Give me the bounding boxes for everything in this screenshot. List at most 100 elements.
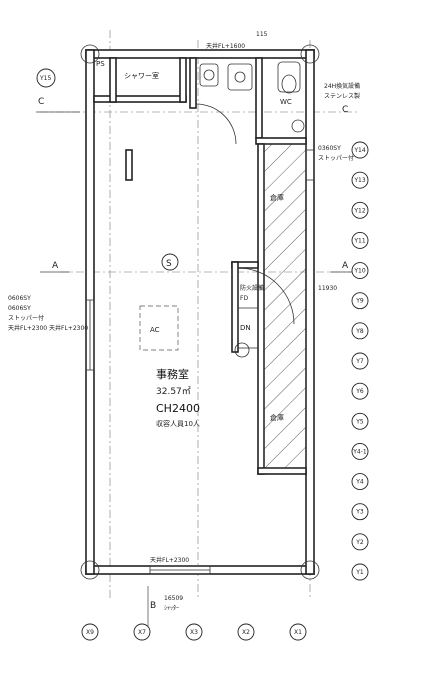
grid-bubble-x7-circle	[133, 623, 151, 641]
grid-bubble-x3-circle	[185, 623, 203, 641]
grid-bubble-y10-circle	[351, 262, 369, 280]
grid-bubble-y14-label: Y14	[353, 147, 365, 154]
annotations: 天井FL+1600 115 天井FL+2300 0606SY 0606SY スト…	[8, 31, 360, 564]
grid-bubble-y12-circle	[351, 201, 369, 219]
grid-bubble-y1-circle	[351, 563, 369, 581]
grid-bubble-y7-circle	[351, 352, 369, 370]
grid-bubble-y9-circle	[351, 292, 369, 310]
grid-bubble-y3-label: Y3	[355, 509, 364, 516]
grid-bubble-x2-circle	[237, 623, 255, 641]
grid-bubble-y6: Y6	[351, 382, 369, 400]
window-note: ストッパー付	[8, 314, 44, 322]
grid-left: X1 X2 X3 X7 X9	[81, 623, 307, 641]
section-marker-c: C Y15 C	[36, 68, 348, 115]
grid-bubble-y2-circle	[351, 533, 369, 551]
storage-upper-label: 倉庫	[270, 193, 284, 202]
room-ceiling: CH2400	[156, 402, 200, 415]
room-occupancy: 収容人員10人	[156, 419, 200, 428]
grid-bubble-y10: Y10	[351, 262, 369, 280]
grid-bubble-y4-circle	[351, 473, 369, 491]
dim-mid: 11930	[318, 285, 337, 292]
grid-bubble-x7-label: X7	[138, 629, 146, 636]
vent-note: 24H換気設備	[324, 82, 360, 90]
grid-bubble-y6-label: Y6	[355, 388, 364, 395]
grid-bubble-y7-label: Y7	[355, 358, 364, 365]
grid-bubble-x1: X1	[289, 623, 307, 641]
stair-label: DN	[240, 324, 251, 332]
grid-bubble-y10-label: Y10	[353, 268, 365, 275]
grid-bubble-x1-circle	[289, 623, 307, 641]
stair-area	[234, 267, 295, 358]
ps-label: PS	[96, 60, 105, 68]
grid-bubble-y2: Y2	[351, 533, 369, 551]
section-c-top: C	[38, 97, 44, 107]
shower-label: シャワー室	[124, 71, 159, 80]
grid-bubble-x3-label: X3	[190, 629, 198, 636]
main-room-info: S AC 事務室 32.57㎡ CH2400 収容人員10人	[150, 253, 200, 428]
grid-bubble-y11: Y11	[351, 231, 369, 249]
section-c-bottom: C	[342, 105, 348, 115]
grid-bubble-x9: X9	[81, 623, 99, 641]
grid-bubble-y1-label: Y1	[355, 569, 364, 576]
grid-bubble-x2-label: X2	[242, 629, 250, 636]
grid-bubble-y2-label: Y2	[355, 539, 364, 546]
window-code-1: 0606SY	[8, 295, 31, 302]
window-ceiling: 天井FL+2300 天井FL+2300	[8, 324, 88, 332]
room-name: 事務室	[156, 367, 189, 381]
grid-bubble-y4-1-circle	[351, 442, 369, 460]
grid-bubble-y4: Y4	[351, 473, 369, 491]
dim-b-sub: ｼｬｯﾀｰ	[164, 605, 179, 612]
window-code-2: 0606SY	[8, 305, 31, 312]
ac-unit-box	[139, 305, 179, 351]
grid-bubble-y8-circle	[351, 322, 369, 340]
section-a-bottom: A	[342, 261, 349, 271]
windows	[85, 149, 315, 575]
grid-bubble-y14: Y14	[351, 141, 369, 159]
right-window-note: ストッパー付	[318, 154, 354, 162]
section-a-top: A	[52, 261, 59, 271]
grid-bubble-y4-1: Y4-1	[351, 442, 369, 460]
grid-bubble-y7: Y7	[351, 352, 369, 370]
grid-bubble-y11-circle	[351, 231, 369, 249]
ac-label: AC	[150, 326, 160, 334]
vent-sub: ステンレス製	[324, 92, 360, 100]
grid-bubble-y9-label: Y9	[355, 298, 364, 305]
grid-bubble-y12-label: Y12	[353, 207, 365, 214]
grid-bubble-x3: X3	[185, 623, 203, 641]
grid-bubble-x9-circle	[81, 623, 99, 641]
grid-bubble-y6-circle	[351, 382, 369, 400]
grid-bubble-x9-label: X9	[86, 629, 94, 636]
grid-bubble-y5-circle	[351, 412, 369, 430]
grid-bubble-x7: X7	[133, 623, 151, 641]
corner-columns	[80, 44, 320, 580]
grid-bubble-y14-circle	[351, 141, 369, 159]
grid-bubble-y4-label: Y4	[355, 479, 364, 486]
fire-door-sub-label: FD	[240, 295, 248, 302]
room-area: 32.57㎡	[156, 386, 191, 397]
room-symbol: S	[166, 259, 172, 269]
grid-bubble-y5: Y5	[351, 412, 369, 430]
bottom-ceiling-note: 天井FL+2300	[150, 556, 189, 564]
wc-label: WC	[280, 98, 292, 106]
grid-bubble-y15: Y15	[39, 75, 51, 82]
top-ceiling-num: 115	[256, 31, 268, 38]
grid-bubble-x2: X2	[237, 623, 255, 641]
section-b-label: B	[150, 601, 156, 611]
grid-bubble-y1: Y1	[351, 563, 369, 581]
grid-bubble-x1-label: X1	[294, 629, 302, 636]
grid-bubble-y4-1-label: Y4-1	[352, 448, 367, 455]
grid-bubble-y8: Y8	[351, 322, 369, 340]
storage-lower-label: 倉庫	[270, 413, 284, 422]
wc-fixtures	[195, 61, 305, 145]
fire-door-label: 防火設備	[240, 284, 264, 292]
grid-bubble-y9: Y9	[351, 292, 369, 310]
grid-bubble-y11-label: Y11	[353, 237, 365, 244]
room-labels: PS シャワー室 WC 倉庫 倉庫 DN 防火設備 FD	[96, 60, 292, 422]
dim-b: 16509	[164, 595, 183, 602]
grid-bubble-y5-label: Y5	[355, 418, 364, 425]
grid-bubble-y8-label: Y8	[355, 328, 364, 335]
grid-bubble-y3-circle	[351, 503, 369, 521]
right-window-code: 0360SY	[318, 145, 341, 152]
